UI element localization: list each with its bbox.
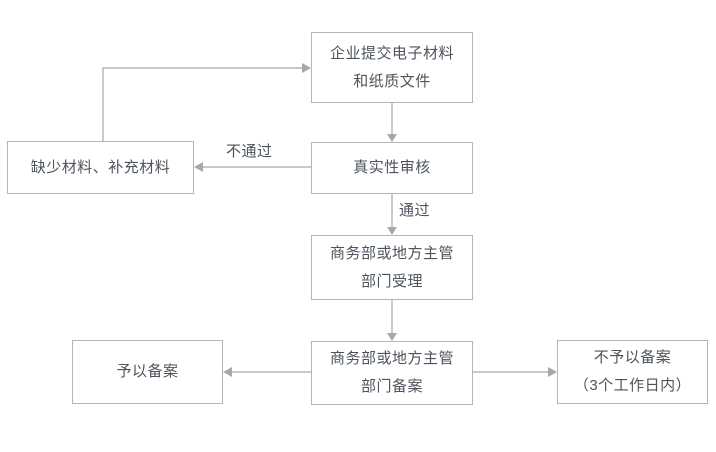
node-record-filing[interactable]: 商务部或地方主管 部门备案 [311,341,473,405]
connector-review-to-missing [194,162,311,172]
connector-acceptance-to-filing [387,300,397,341]
node-rejected[interactable]: 不予以备案 （3个工作日内） [557,340,708,404]
edge-label-pass: 通过 [399,202,431,219]
connector-submit-to-review [387,103,397,142]
edge-label-fail: 不通过 [226,143,273,160]
node-approved-line1: 予以备案 [116,363,179,380]
node-acceptance-line1: 商务部或地方主管 [329,244,454,262]
node-missing-materials-line1: 缺少材料、补充材料 [30,158,171,176]
connector-missing-to-submit [102,63,311,141]
node-acceptance-line2: 部门受理 [360,272,423,290]
node-missing-materials[interactable]: 缺少材料、补充材料 [7,141,194,194]
connector-review-to-acceptance [387,194,397,235]
connector-filing-to-approved [223,367,311,377]
node-authenticity-review[interactable]: 真实性审核 [311,142,473,194]
node-submit-materials-line2: 和纸质文件 [353,72,431,90]
node-rejected-line2: （3个工作日内） [573,377,692,394]
connector-filing-to-rejected [473,367,557,377]
node-submit-materials-line1: 企业提交电子材料 [329,44,454,62]
node-authenticity-review-line1: 真实性审核 [353,159,431,176]
node-rejected-line1: 不予以备案 [593,349,672,366]
node-acceptance[interactable]: 商务部或地方主管 部门受理 [311,235,473,300]
node-record-filing-line2: 部门备案 [360,378,423,395]
node-record-filing-line1: 商务部或地方主管 [329,350,454,367]
node-approved[interactable]: 予以备案 [72,340,223,404]
node-submit-materials[interactable]: 企业提交电子材料 和纸质文件 [311,32,473,103]
